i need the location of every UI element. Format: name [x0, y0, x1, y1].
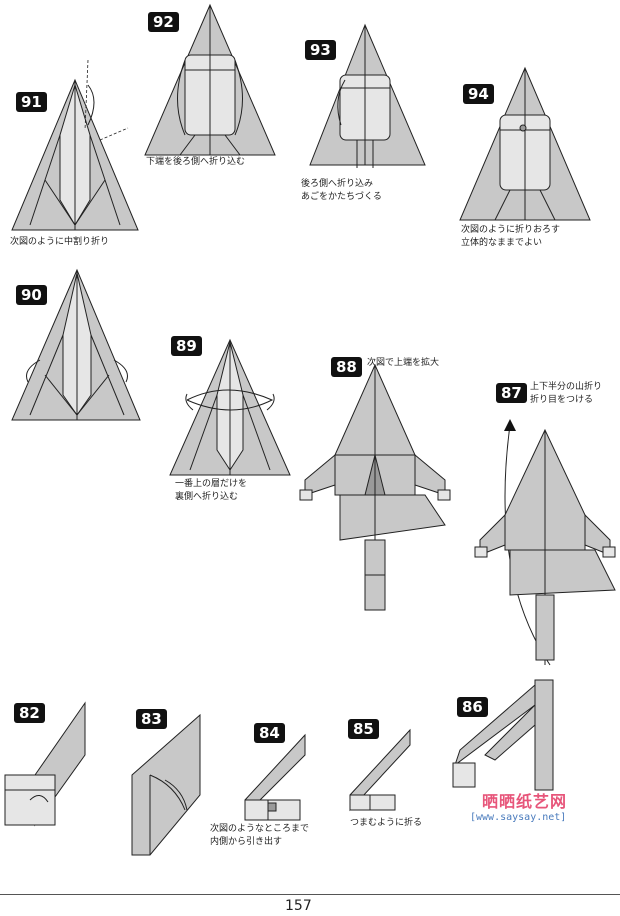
step-number: 93 — [305, 40, 336, 60]
step-caption: 一番上の層だけを 裏側へ折り込む — [175, 479, 248, 502]
step-number: 89 — [171, 336, 202, 356]
step-91: 91 次図のように中割り折り — [0, 0, 150, 260]
step-82-figure — [4, 701, 86, 827]
footer-rule — [0, 894, 620, 895]
step-85: 85 つまむように折る — [340, 715, 440, 845]
step-88: 88 次図で上端を拡大 — [295, 345, 465, 615]
step-92: 92 下端を後ろ側へ折り込む — [140, 0, 290, 180]
step-caption: 次図のように中割り折り — [10, 237, 110, 247]
page-number: 157 — [285, 898, 312, 914]
step-90: 90 — [0, 265, 150, 425]
step-91-figure — [11, 59, 139, 231]
step-87: 87 上下半分の山折り 折り目をつける — [470, 375, 620, 675]
step-86-figure — [452, 679, 554, 791]
step-94: 94 次図のように折りおろす 立体的なままでよい — [455, 60, 620, 260]
step-89-figure — [169, 338, 291, 476]
step-93-figure — [309, 23, 426, 168]
step-82: 82 — [0, 695, 100, 845]
step-caption: 上下半分の山折り 折り目をつける — [530, 382, 603, 405]
step-number: 85 — [348, 719, 379, 739]
step-number: 90 — [16, 285, 47, 305]
step-caption: つまむように折る — [350, 818, 423, 828]
step-caption: 次図で上端を拡大 — [367, 358, 440, 368]
step-83: 83 — [120, 705, 205, 860]
watermark-url: [www.saysay.net] — [470, 812, 567, 823]
step-caption: 次図のようなところまで 内側から引き出す — [210, 824, 310, 847]
step-88-figure — [299, 363, 451, 611]
step-85-figure — [349, 728, 411, 812]
step-number: 91 — [16, 92, 47, 112]
step-84: 84 次図のようなところまで 内側から引き出す — [210, 715, 310, 860]
step-93: 93 後ろ側へ折り込み あごをかたちづくる — [295, 20, 445, 220]
step-90-figure — [11, 268, 141, 421]
step-number: 88 — [331, 357, 362, 377]
step-number: 94 — [463, 84, 494, 104]
step-number: 87 — [496, 383, 527, 403]
step-number: 86 — [457, 697, 488, 717]
step-87-figure — [474, 419, 616, 666]
step-caption: 下端を後ろ側へ折り込む — [146, 157, 246, 167]
step-83-figure — [131, 713, 201, 856]
step-number: 92 — [148, 12, 179, 32]
step-84-figure — [244, 733, 306, 821]
step-89: 89 一番上の層だけを 裏側へ折り込む — [165, 330, 300, 520]
step-number: 83 — [136, 709, 167, 729]
step-92-figure — [144, 3, 276, 156]
step-86: 86 — [445, 675, 555, 805]
step-caption: 次図のように折りおろす 立体的なままでよい — [461, 225, 561, 248]
step-number: 84 — [254, 723, 285, 743]
step-number: 82 — [14, 703, 45, 723]
step-caption: 後ろ側へ折り込み あごをかたちづくる — [301, 179, 382, 202]
watermark-name: 晒晒纸艺网 — [482, 792, 568, 811]
step-94-figure — [459, 66, 591, 221]
